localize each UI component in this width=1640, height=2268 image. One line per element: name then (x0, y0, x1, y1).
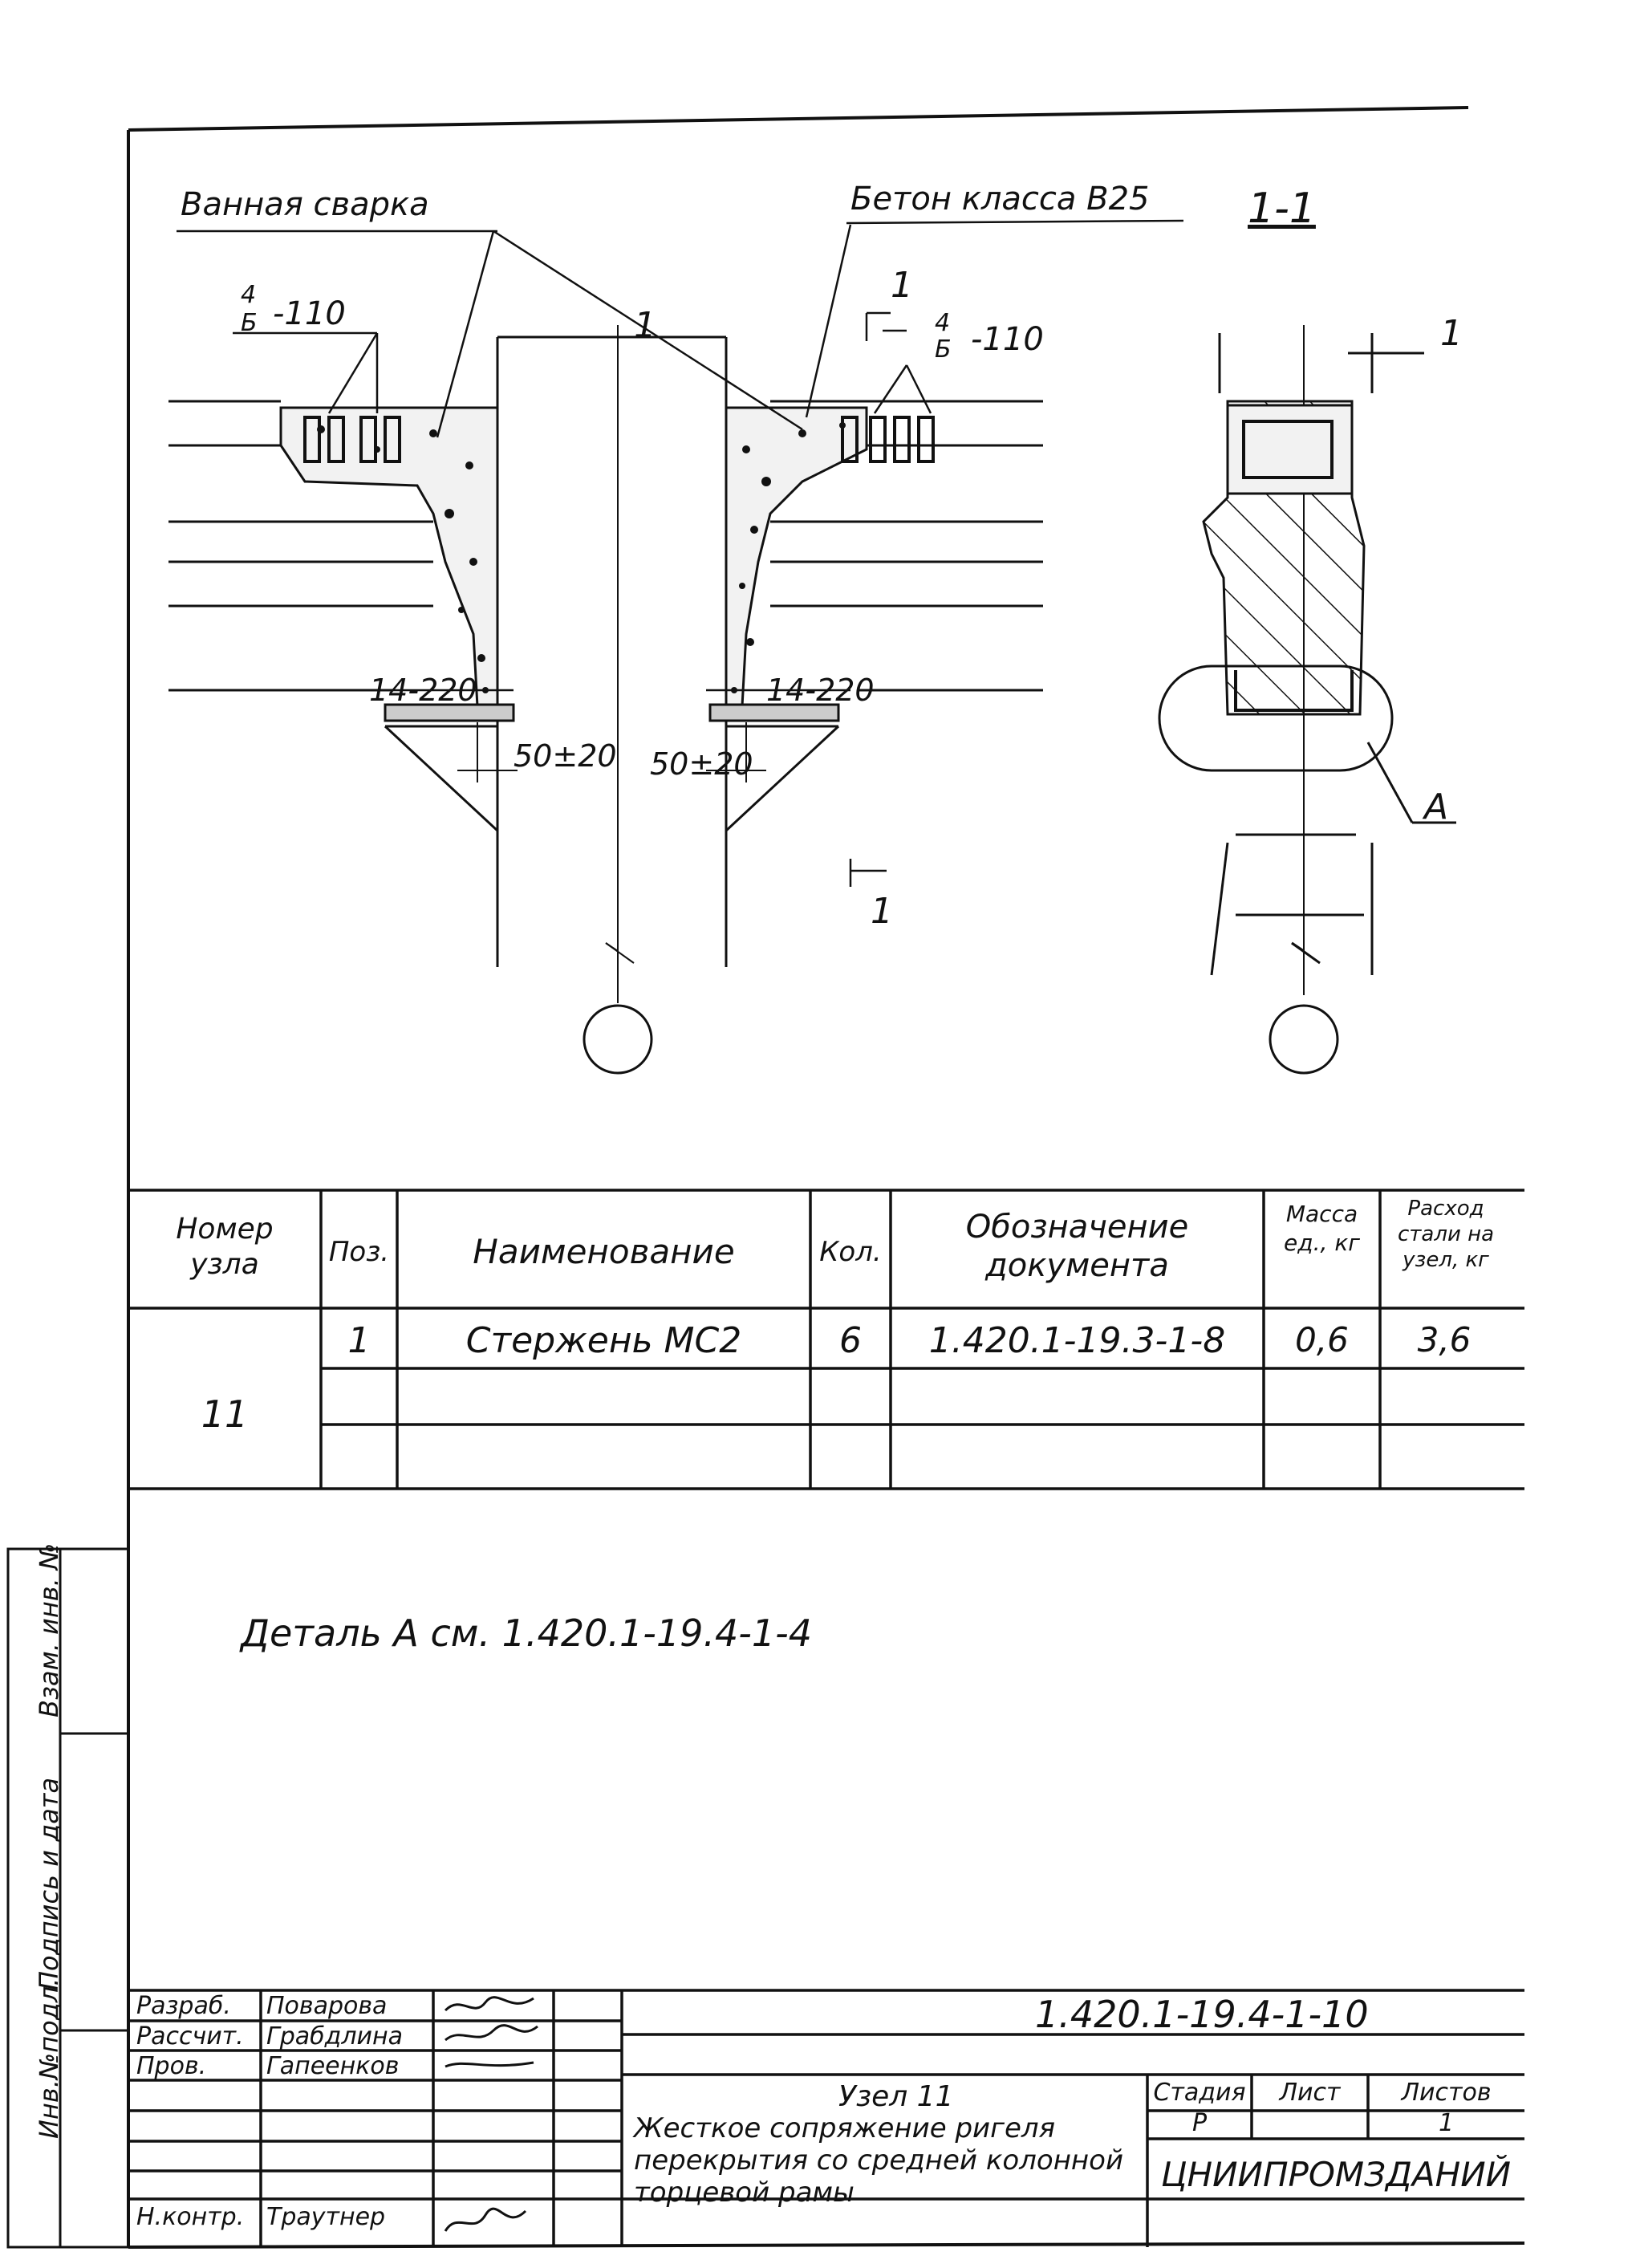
header-mass: Масса ед., кг (1284, 1201, 1360, 1256)
header-doc: Обозначение документа (965, 1209, 1189, 1284)
side-stamp-grid (6, 1547, 130, 2249)
rebar-bars (303, 416, 935, 463)
right-weld-symbol: Б (935, 335, 952, 364)
left-plate-mark: 14-220 (369, 673, 477, 708)
cut-mark-top: 1 (891, 265, 913, 306)
right-weld-length: -110 (971, 321, 1044, 358)
axis-bubble-right (1269, 1004, 1339, 1075)
left-gap-dim: 50±20 (514, 738, 617, 774)
left-weld-num: 4 (241, 281, 257, 309)
side-stamp-sign-date: Подпись и дата (34, 1777, 64, 1990)
node-number: 11 (201, 1392, 249, 1436)
title-node: Узел 11 (838, 2080, 954, 2113)
header-pos: Поз. (328, 1236, 390, 1268)
side-stamp-inv-num: Взам. инв. № (34, 1542, 64, 1717)
axis-bubble-left (583, 1004, 653, 1075)
role-checked: Пров. (136, 2052, 207, 2080)
name-norm-control: Траутнер (266, 2203, 386, 2231)
header-steel: Расход стали на узел, кг (1397, 1197, 1495, 1272)
dimension-ticks (457, 722, 766, 782)
callout-bath-weld: Ванная сварка (181, 186, 429, 223)
aggregate-dots (317, 422, 846, 693)
detail-mark: А (1424, 786, 1449, 827)
side-stamp-inv: Инв.№подл. (34, 1977, 64, 2139)
title-block-grid (128, 1989, 1524, 2247)
row-doc: 1.420.1-19.3-1-8 (928, 1320, 1226, 1361)
header-name: Наименование (473, 1232, 735, 1271)
role-calculated: Рассчит. (136, 2022, 244, 2051)
right-plate-mark: 14-220 (766, 673, 875, 708)
sheet-label: Лист (1279, 2079, 1341, 2107)
leader-lines (177, 219, 1184, 887)
sheets-label: Листов (1401, 2079, 1492, 2107)
stage-label: Стадия (1153, 2079, 1246, 2107)
name-calculated: Грабдлина (266, 2022, 404, 2051)
support-plates (384, 703, 840, 722)
sheets-value: 1 (1438, 2109, 1455, 2137)
role-developer: Разраб. (136, 1992, 231, 2020)
pos-mark-section: 1 (1440, 313, 1463, 354)
row-name: Стержень МС2 (465, 1320, 742, 1361)
stage-value: Р (1191, 2109, 1208, 2137)
left-weld-symbol: Б (241, 309, 258, 337)
organization-name: ЦНИИПРОМЗДАНИЙ (1160, 2155, 1512, 2194)
row-mass: 0,6 (1295, 1320, 1349, 1360)
signatures (444, 1996, 538, 2232)
role-norm-control: Н.контр. (136, 2203, 245, 2231)
document-code: 1.420.1-19.4-1-10 (1035, 1993, 1369, 2036)
section-title: 1-1 (1248, 185, 1316, 233)
header-node: Номер узла (176, 1213, 274, 1281)
header-qty: Кол. (819, 1236, 882, 1268)
section-rebars (1234, 420, 1354, 712)
right-gap-dim: 50±20 (650, 746, 753, 782)
cut-mark-bottom: 1 (871, 891, 893, 932)
left-weld-length: -110 (273, 295, 346, 332)
title-description: Жесткое сопряжение ригеля перекрытия со … (634, 2112, 1124, 2209)
row-steel: 3,6 (1417, 1320, 1472, 1360)
row-qty: 6 (839, 1320, 862, 1361)
name-developer: Поварова (266, 1992, 388, 2020)
pos-mark-elevation: 1 (634, 305, 656, 346)
concrete-infill (279, 406, 868, 708)
detail-reference-note: Деталь А см. 1.420.1-19.4-1-4 (241, 1612, 813, 1655)
row-pos: 1 (347, 1320, 371, 1361)
name-checked: Гапеенков (266, 2052, 400, 2080)
callout-concrete-class: Бетон класса В25 (850, 181, 1150, 217)
right-weld-num: 4 (935, 309, 951, 337)
spec-table-grid (128, 1189, 1524, 1490)
